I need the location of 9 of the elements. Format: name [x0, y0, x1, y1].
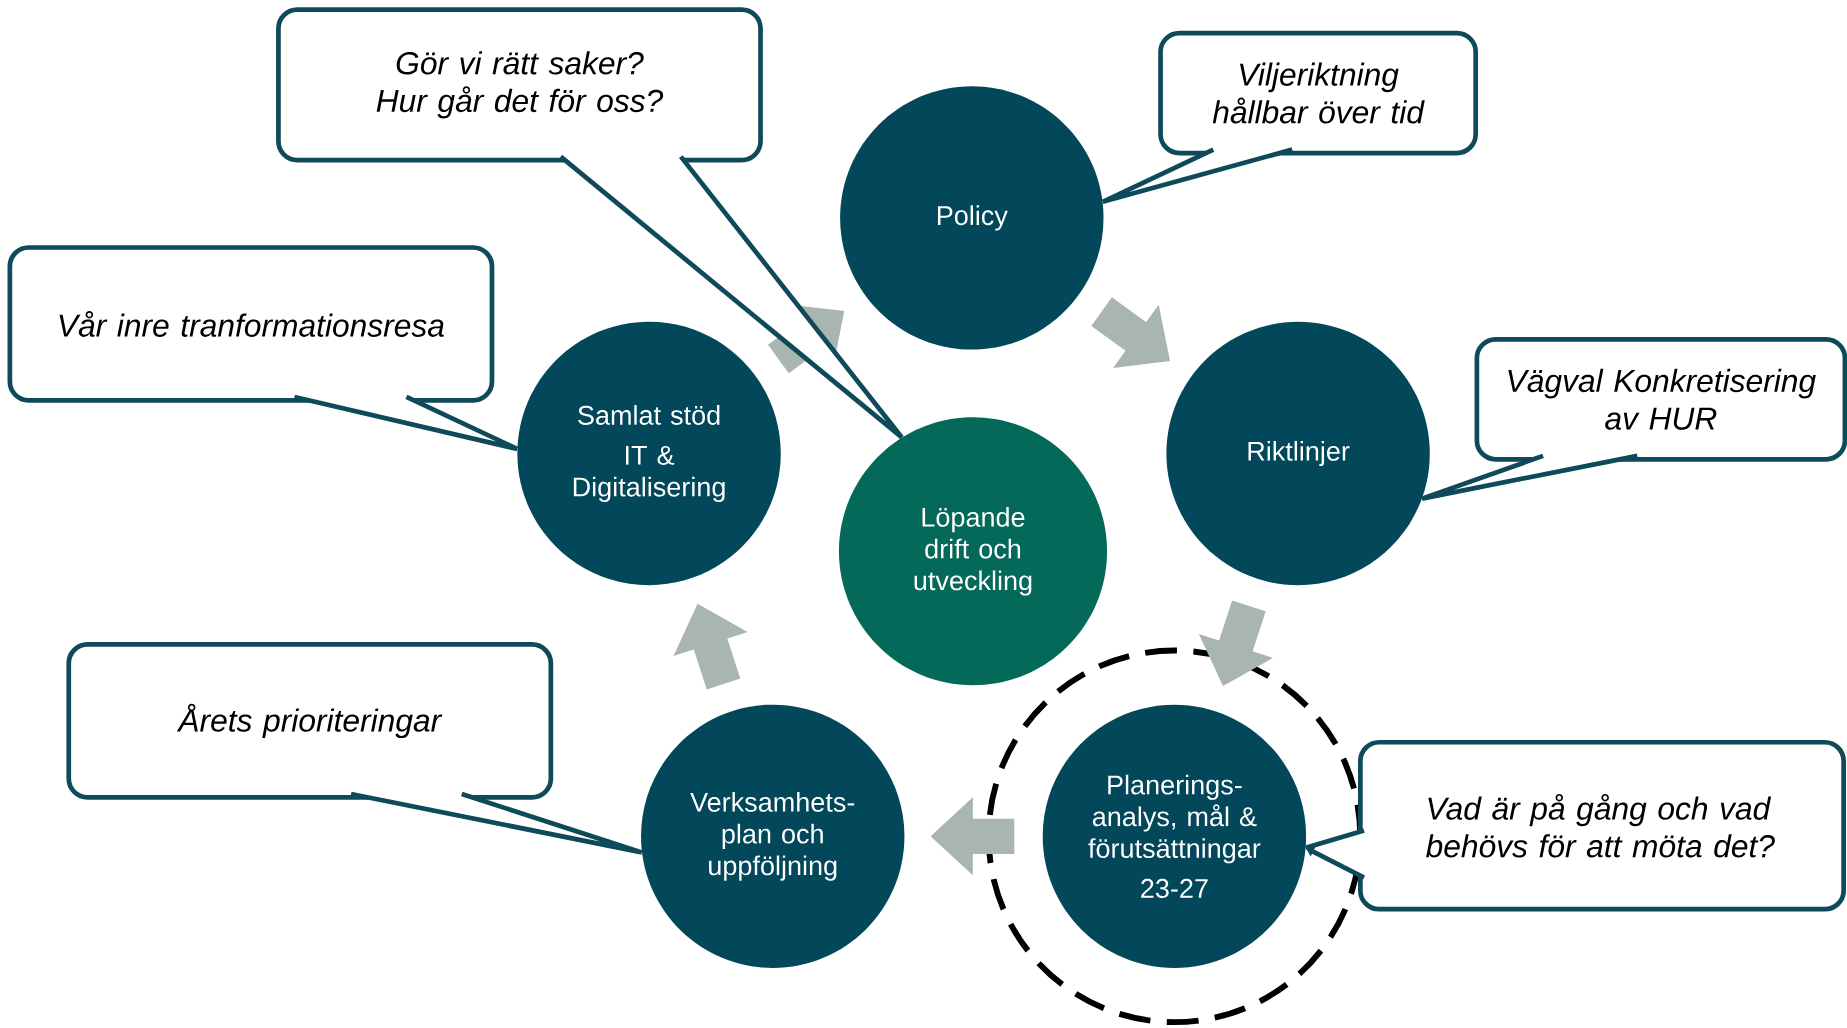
callout-tail	[1419, 453, 1640, 501]
speech-bubble: Vägval Konkretisering av HUR	[1474, 336, 1847, 462]
callout-tail	[1100, 147, 1295, 205]
callout-tail	[292, 394, 520, 452]
callout-tail	[558, 154, 905, 440]
speech-bubble: Gör vi rätt saker? Hur går det för oss?	[276, 7, 763, 163]
speech-bubble: Vad är på gång och vad behövs för att möta det?	[1358, 739, 1846, 912]
callout-tail	[348, 791, 645, 855]
callout-tail	[1303, 827, 1367, 880]
